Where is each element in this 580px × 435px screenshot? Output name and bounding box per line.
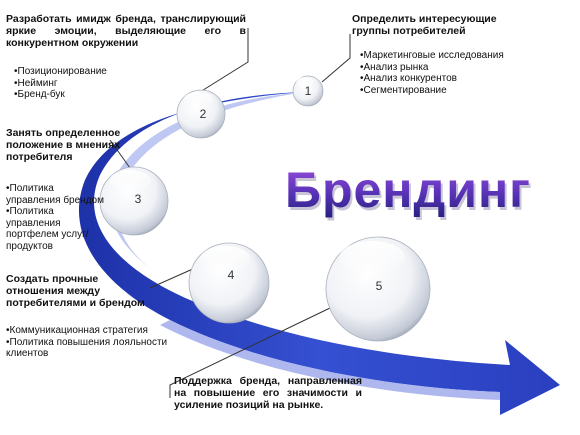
step-number-1: 1 [305,84,312,98]
connector-1 [321,34,351,83]
swoosh-arrow [78,92,560,415]
step-4-list: Коммуникационная стратегия Политика повы… [6,325,176,360]
ball-2: 2 [176,89,226,139]
connector-2 [199,28,249,93]
connector-4 [149,267,196,289]
list-item: Маркетинговые исследования [360,50,560,62]
list-item: Позиционирование [14,66,154,78]
ball-4: 4 [188,242,270,324]
step-1-heading: Определить интересующие группы потребите… [352,13,497,37]
list-item: Политика управления брендом [6,183,106,206]
ball-5: 5 [325,236,431,342]
list-item: Сегментирование [360,85,560,97]
connector-3 [109,139,131,169]
step-4-heading: Создать прочные отношения между потребит… [6,273,145,309]
step-3-heading: Занять определенное положение в мнениях … [6,127,121,163]
ball-1: 1 [292,75,324,107]
step-2-list: Позиционирование Нейминг Бренд-бук [14,66,154,101]
step-number-5: 5 [376,279,383,293]
step-1-list: Маркетинговые исследования Анализ рынка … [360,50,560,96]
list-item: Коммуникационная стратегия [6,325,176,337]
list-item: Бренд-бук [14,89,154,101]
page-title: Брендинг [285,162,531,218]
step-number-4: 4 [228,268,235,282]
step-5-heading: Поддержка бренда, направленная на повыше… [174,375,362,411]
list-item: Политика управления портфелем услуг/прод… [6,206,106,252]
list-item: Политика повышения лояльности клиентов [6,337,176,360]
step-2-heading: Разработать имидж бренда, транслирующий … [6,13,246,49]
ball-3: 3 [99,166,169,236]
step-number-2: 2 [200,107,207,121]
connector-5 [169,307,331,398]
connector-lines [109,28,351,398]
list-item: Анализ конкурентов [360,73,560,85]
step-number-3: 3 [135,192,142,206]
list-item: Анализ рынка [360,62,560,74]
step-3-list: Политика управления брендом Политика упр… [6,183,106,252]
title-shadow: Брендинг [287,165,533,221]
list-item: Нейминг [14,78,154,90]
